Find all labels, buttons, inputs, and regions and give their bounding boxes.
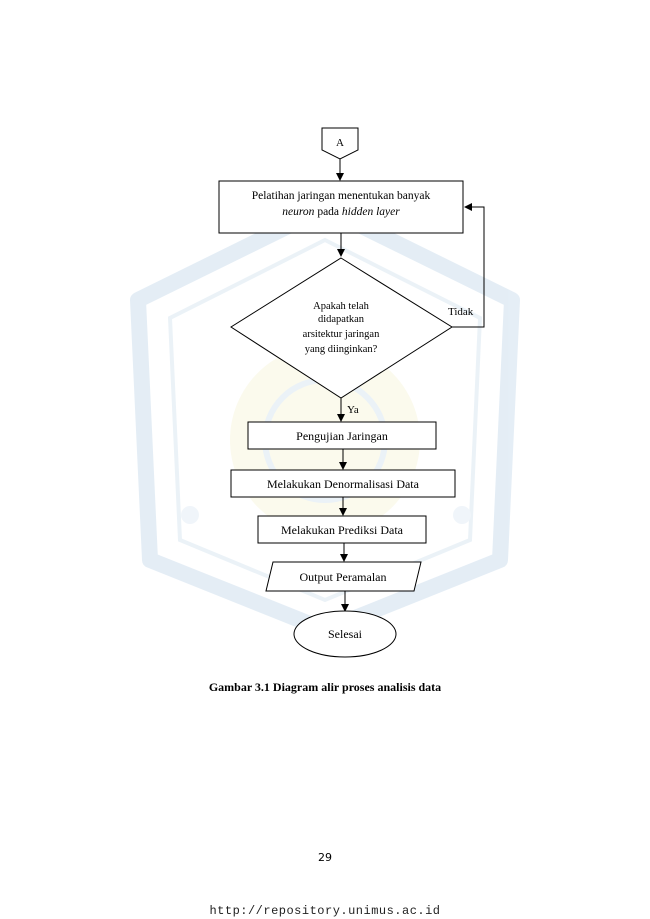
label-yes: Ya xyxy=(347,404,359,416)
decision-line-1: Apakah telah xyxy=(313,301,369,312)
term-hidden-layer: hidden layer xyxy=(342,206,400,218)
page-number: 29 xyxy=(318,851,332,864)
process-training-line1: Pelatihan jaringan menentukan banyak xyxy=(252,190,431,202)
process-denorm-label: Melakukan Denormalisasi Data xyxy=(267,477,420,491)
terminator-end-label: Selesai xyxy=(328,627,363,641)
terminator-end-shape xyxy=(293,610,397,658)
io-output-label: Output Peramalan xyxy=(300,570,387,584)
decision-line-3: arsitektur jaringan xyxy=(303,329,380,340)
process-training-box xyxy=(218,180,464,234)
footer-url[interactable]: http://repository.unimus.ac.id xyxy=(209,904,441,918)
term-neuron: neuron xyxy=(282,206,314,218)
process-denorm-box xyxy=(230,469,456,498)
arrow-no-loop xyxy=(452,203,485,328)
decision-line-4: yang diinginkan? xyxy=(305,344,378,355)
process-training-line2: neuron pada hidden layer xyxy=(282,206,400,218)
process-test-box xyxy=(247,421,437,450)
connector-a-label: A xyxy=(336,137,344,149)
process-predict-label: Melakukan Prediksi Data xyxy=(281,523,404,537)
connector-a-shape xyxy=(321,127,359,160)
process-predict-box xyxy=(257,515,427,544)
term-pada: pada xyxy=(314,206,341,218)
decision-line-2: didapatkan xyxy=(318,314,365,325)
label-no: Tidak xyxy=(448,306,474,318)
process-test-label: Pengujian Jaringan xyxy=(296,429,388,443)
figure-caption: Gambar 3.1 Diagram alir proses analisis … xyxy=(208,680,442,694)
io-output-shape xyxy=(265,561,422,592)
